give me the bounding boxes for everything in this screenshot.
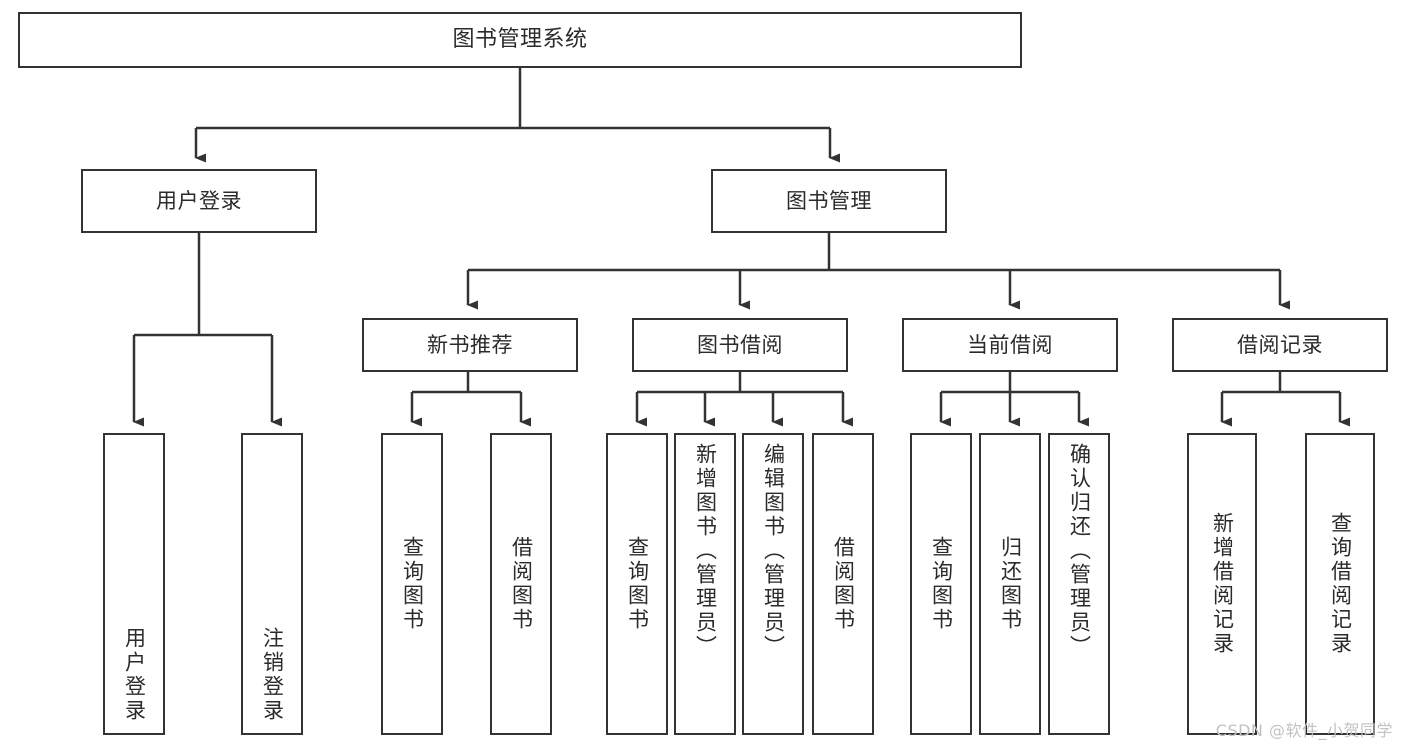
node-current-borrow[interactable]: 当前借阅 xyxy=(902,318,1118,372)
leaf-return-book[interactable]: 归还图书 xyxy=(979,433,1041,735)
leaf-confirm-return[interactable]: 确认归还（管理员） xyxy=(1048,433,1110,735)
node-label: 归还图书 xyxy=(998,536,1023,632)
node-label: 用户登录 xyxy=(122,627,147,723)
leaf-query-borrow-record[interactable]: 查询借阅记录 xyxy=(1305,433,1375,735)
node-label: 查询借阅记录 xyxy=(1328,512,1353,656)
node-label: 新增借阅记录 xyxy=(1210,512,1235,656)
node-label: 新书推荐 xyxy=(427,332,513,357)
leaf-borrow-book-1[interactable]: 借阅图书 xyxy=(490,433,552,735)
leaf-add-book[interactable]: 新增图书（管理员） xyxy=(674,433,736,735)
node-label: 当前借阅 xyxy=(967,332,1053,357)
node-root-system[interactable]: 图书管理系统 xyxy=(18,12,1022,68)
node-label: 查询图书 xyxy=(400,536,425,632)
node-label: 确认归还（管理员） xyxy=(1067,443,1092,659)
node-new-book-recommend[interactable]: 新书推荐 xyxy=(362,318,578,372)
leaf-logout-login[interactable]: 注销登录 xyxy=(241,433,303,735)
node-borrow-record[interactable]: 借阅记录 xyxy=(1172,318,1388,372)
node-book-management[interactable]: 图书管理 xyxy=(711,169,947,233)
node-label: 用户登录 xyxy=(156,188,242,213)
node-user-login[interactable]: 用户登录 xyxy=(81,169,317,233)
node-label: 图书管理 xyxy=(786,188,872,213)
node-label: 注销登录 xyxy=(260,627,285,723)
node-label: 借阅图书 xyxy=(831,536,856,632)
leaf-add-borrow-record[interactable]: 新增借阅记录 xyxy=(1187,433,1257,735)
node-label: 借阅记录 xyxy=(1237,332,1323,357)
leaf-user-login[interactable]: 用户登录 xyxy=(103,433,165,735)
node-label: 新增图书（管理员） xyxy=(693,443,718,659)
node-label: 图书借阅 xyxy=(697,332,783,357)
leaf-query-book-1[interactable]: 查询图书 xyxy=(381,433,443,735)
leaf-edit-book[interactable]: 编辑图书（管理员） xyxy=(742,433,804,735)
csdn-watermark: CSDN @软件_小贺同学 xyxy=(1215,721,1393,740)
node-label: 编辑图书（管理员） xyxy=(761,443,786,659)
node-label: 查询图书 xyxy=(625,536,650,632)
node-label: 查询图书 xyxy=(929,536,954,632)
leaf-borrow-book-2[interactable]: 借阅图书 xyxy=(812,433,874,735)
node-label: 图书管理系统 xyxy=(452,27,588,53)
node-label: 借阅图书 xyxy=(509,536,534,632)
leaf-query-book-2[interactable]: 查询图书 xyxy=(606,433,668,735)
leaf-query-book-3[interactable]: 查询图书 xyxy=(910,433,972,735)
node-book-borrow[interactable]: 图书借阅 xyxy=(632,318,848,372)
